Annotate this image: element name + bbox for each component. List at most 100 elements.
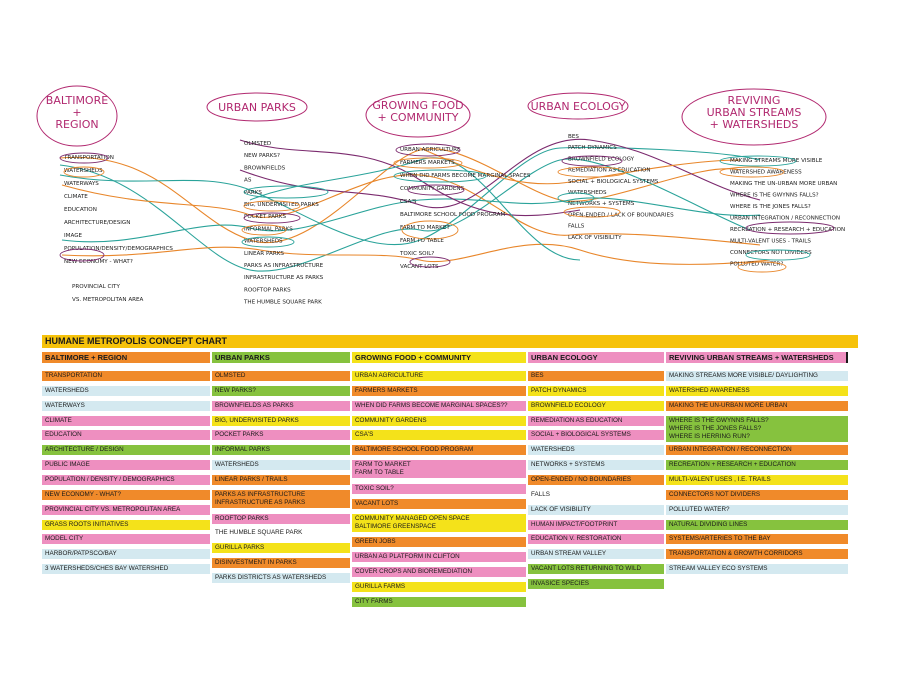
chart-cell: FARM TO MARKET FARM TO TABLE bbox=[352, 460, 526, 479]
sketch-header-4: URBAN ECOLOGY bbox=[531, 100, 626, 113]
chart-cell: VACANT LOTS RETURNING TO WILD bbox=[528, 564, 664, 575]
sketch-item: PARKS AS INFRASTRUCTURE bbox=[244, 263, 324, 269]
sketch-item: INFORMAL PARKS bbox=[244, 226, 293, 232]
sketch-item: BIG, UNDERVISITED PARKS bbox=[244, 202, 319, 208]
chart-cell: TOXIC SOIL? bbox=[352, 483, 526, 494]
chart-cell: BALTIMORE SCHOOL FOOD PROGRAM bbox=[352, 445, 526, 456]
chart-cell: OLMSTED bbox=[212, 371, 350, 381]
chart-cell: BIG, UNDERVISITED PARKS bbox=[212, 415, 350, 426]
sketch-item: LACK OF VISIBILITY bbox=[568, 235, 622, 241]
chart-cell: FARMERS MARKETS bbox=[352, 385, 526, 396]
chart-cell: CLIMATE bbox=[42, 415, 210, 426]
chart-cell: EDUCATION V. RESTORATION bbox=[528, 534, 664, 545]
sketch-item: MAKING THE UN-URBAN MORE URBAN bbox=[730, 181, 837, 187]
sketch-item: PARKS bbox=[244, 190, 262, 196]
sketch-item: CSA'S bbox=[400, 199, 417, 205]
chart-cell: REMEDIATION AS EDUCATION bbox=[528, 415, 664, 426]
chart-cell: POLLUTED WATER? bbox=[666, 504, 848, 515]
sketch-item: POPULATION/DENSITY/DEMOGRAPHICS bbox=[64, 246, 173, 252]
sketch-item: URBAN INTEGRATION / RECONNECTION bbox=[730, 216, 840, 222]
sketch-item: CLIMATE bbox=[64, 194, 88, 200]
chart-cell: HARBOR/PATPSCO/BAY bbox=[42, 549, 210, 560]
sketch-item: TOXIC SOIL? bbox=[399, 251, 434, 257]
chart-cell: RECREATION + RESEARCH + EDUCATION bbox=[666, 460, 848, 471]
column-header: BALTIMORE + REGION bbox=[42, 352, 210, 363]
chart-cell: COMMUNITY MANAGED OPEN SPACE BALTIMORE G… bbox=[352, 513, 526, 532]
sketch-item: WHERE IS THE GWYNNS FALLS? bbox=[730, 193, 819, 199]
chart-cell: WATERSHEDS bbox=[42, 385, 210, 396]
sketch-item: WATERWAYS bbox=[64, 181, 99, 187]
sketch-item: BROWNFIELD ECOLOGY bbox=[568, 156, 635, 162]
chart-cell: PATCH DYNAMICS bbox=[528, 385, 664, 396]
sketch-item: WATERSHEDS bbox=[244, 239, 283, 245]
column-header: URBAN PARKS bbox=[212, 352, 350, 363]
sketch-item: URBAN AGRICULTURE bbox=[400, 147, 461, 153]
chart-cell: PARKS DISTRICTS AS WATERSHEDS bbox=[212, 572, 350, 583]
sketch-item: ROOFTOP PARKS bbox=[244, 287, 291, 293]
chart-cell: DISINVESTMENT IN PARKS bbox=[212, 558, 350, 569]
sketch-item: CONNECTORS NOT DIVIDERS bbox=[730, 250, 812, 256]
column-header: GROWING FOOD + COMMUNITY bbox=[352, 352, 526, 363]
chart-cell: STREAM VALLEY ECO SYSTEMS bbox=[666, 564, 848, 575]
chart-cell: GREEN JOBS bbox=[352, 537, 526, 548]
chart-cell: INFORMAL PARKS bbox=[212, 445, 350, 456]
concept-chart: HUMANE METROPOLIS CONCEPT CHART BALTIMOR… bbox=[42, 335, 858, 615]
chart-cell: BROWNFIELD ECOLOGY bbox=[528, 400, 664, 411]
sketch-item: NEW PARKS? bbox=[244, 153, 280, 159]
chart-cell: ARCHITECTURE / DESIGN bbox=[42, 445, 210, 456]
sketch-item: BROWNFIELDS bbox=[244, 165, 286, 171]
sketch-item: FALLS bbox=[568, 224, 585, 230]
sketch-item: FARMERS MARKETS bbox=[400, 160, 455, 166]
sketch-circles bbox=[59, 143, 835, 273]
sketch-header-3: GROWING FOOD+ COMMUNITY bbox=[372, 99, 463, 124]
chart-cell: WATERWAYS bbox=[42, 400, 210, 411]
sketch-item: BES bbox=[568, 134, 579, 140]
sketch-item: NETWORKS + SYSTEMS bbox=[568, 201, 635, 207]
chart-cell: BES bbox=[528, 371, 664, 381]
sketch-item: EDUCATION bbox=[64, 207, 97, 213]
sketch-item: NEW ECONOMY - WHAT? bbox=[64, 259, 133, 265]
column-header: REVIVING URBAN STREAMS + WATERSHEDS bbox=[666, 352, 848, 363]
sketch-header-2: URBAN PARKS bbox=[218, 101, 296, 114]
sketch-item: WATERSHEDS bbox=[568, 190, 607, 196]
chart-cell: HUMAN IMPACT/FOOTPRINT bbox=[528, 519, 664, 530]
chart-cell: PROVINCIAL CITY VS. METROPOLITAN AREA bbox=[42, 504, 210, 515]
sketch-item: PROVINCIAL CITY bbox=[72, 284, 120, 290]
chart-cell: WHERE IS THE GWYNNS FALLS? WHERE IS THE … bbox=[666, 415, 848, 442]
sketch-item: POCKET PARKS bbox=[244, 214, 286, 220]
chart-cell: PUBLIC IMAGE bbox=[42, 460, 210, 471]
chart-cell: CONNECTORS NOT DIVIDERS bbox=[666, 489, 848, 500]
chart-cell: URBAN INTEGRATION / RECONNECTION bbox=[666, 445, 848, 456]
sketch-item: FARM TO MARKET bbox=[400, 225, 450, 231]
chart-cell: URBAN AGRICULTURE bbox=[352, 371, 526, 381]
chart-cell: CSA'S bbox=[352, 430, 526, 441]
sketch-item: TRANSPORTATION bbox=[63, 155, 114, 161]
sketch-item: IMAGE bbox=[64, 233, 83, 239]
sketch-item: FARM TO TABLE bbox=[400, 238, 444, 244]
chart-cell: GRASS ROOTS INITIATIVES bbox=[42, 519, 210, 530]
sketch-item: COMMUNITY GARDENS bbox=[400, 186, 465, 192]
chart-cell: COMMUNITY GARDENS bbox=[352, 415, 526, 426]
sketch-item: VACANT LOTS bbox=[400, 264, 439, 270]
sketch-item: SOCIAL + BIOLOGICAL SYSTEMS bbox=[568, 179, 659, 185]
sketch-item: POLLUTED WATER? bbox=[730, 262, 783, 268]
chart-cell: POPULATION / DENSITY / DEMOGRAPHICS bbox=[42, 474, 210, 485]
sketch-item: OPEN-ENDED / LACK OF BOUNDARIES bbox=[568, 212, 674, 218]
chart-cell: GURILLA PARKS bbox=[212, 543, 350, 554]
chart-cell: WATERSHED AWARENESS bbox=[666, 385, 848, 396]
sketch-item: LINEAR PARKS bbox=[244, 251, 284, 257]
chart-cell: URBAN STREAM VALLEY bbox=[528, 549, 664, 560]
sketch-item: REMEDIATION AS EDUCATION bbox=[568, 168, 651, 174]
chart-cell: VACANT LOTS bbox=[352, 498, 526, 509]
chart-cell: NEW ECONOMY - WHAT? bbox=[42, 489, 210, 500]
sketch-headers bbox=[36, 85, 827, 147]
chart-cell: MODEL CITY bbox=[42, 534, 210, 545]
chart-cell: LINEAR PARKS / TRAILS bbox=[212, 474, 350, 485]
chart-cell: SYSTEMS/ARTERIES TO THE BAY bbox=[666, 534, 848, 545]
chart-cell: FALLS bbox=[528, 489, 664, 500]
chart-cell: SOCIAL + BIOLOGICAL SYSTEMS bbox=[528, 430, 664, 441]
chart-cell: NATURAL DIVIDING LINES bbox=[666, 519, 848, 530]
sketch-item: MAKING STREAMS MORE VISIBLE bbox=[730, 158, 823, 164]
